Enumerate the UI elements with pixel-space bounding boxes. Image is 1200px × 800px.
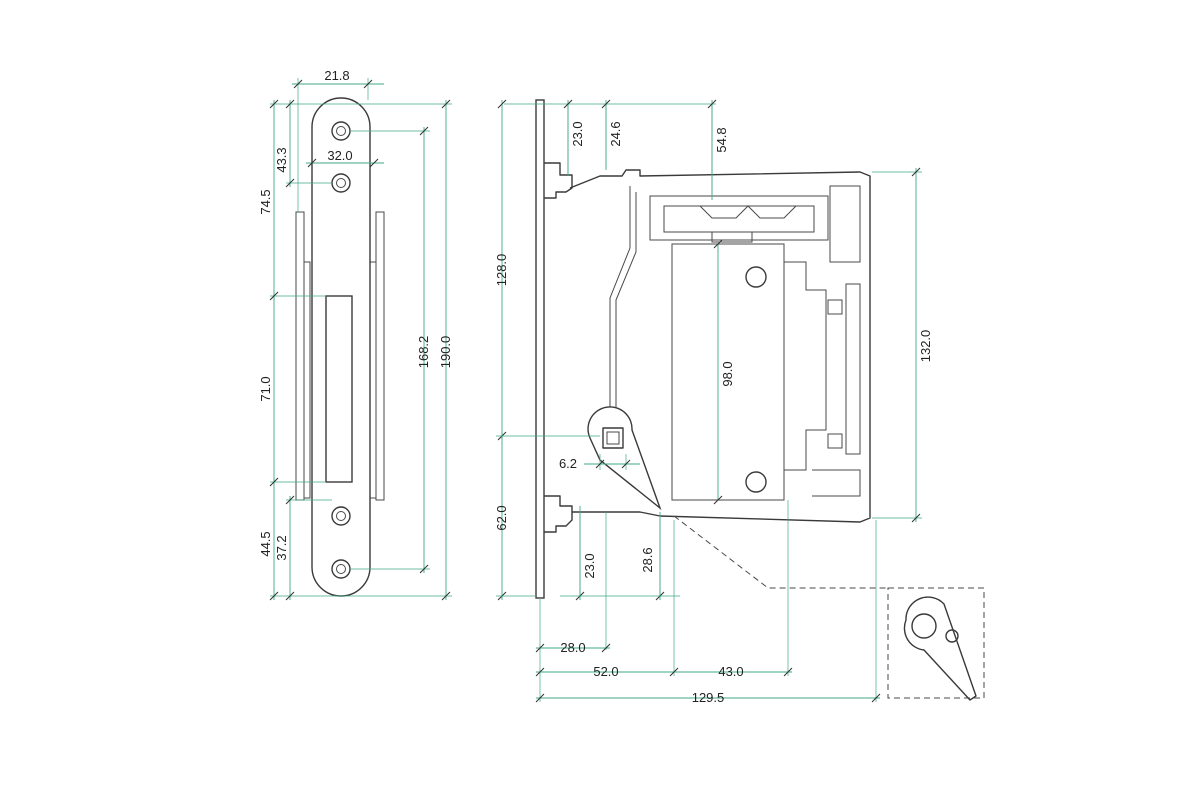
detail-leader-line [673,515,888,589]
dim-lower-62-label: 62.0 [494,505,509,530]
body-spindle-follower [587,406,662,511]
follower-detail [887,587,985,701]
dim-total-depth-label: 129.5 [692,690,725,705]
dim-strike-height-label: 71.0 [258,376,273,401]
body-labels: 23.0 24.6 54.8 128.0 132.0 98.0 6.2 62.0… [494,121,933,705]
faceplate-left-flange [295,211,305,501]
detail-box [887,587,985,699]
body-bottom-lug [544,495,573,533]
body-slide-plate [671,243,785,501]
dim-second-hole-label: 43.3 [274,147,289,172]
dim-top-23-label: 23.0 [570,121,585,146]
body-faceplate-edge [535,99,545,599]
dim-lower-28-label: 28.6 [640,547,655,572]
dim-height-128-label: 128.0 [494,254,509,287]
dim-height-132-label: 132.0 [918,330,933,363]
faceplate-view [295,97,385,597]
body-top-lug [544,162,573,199]
detail-pin [945,629,959,643]
body-slide-hole-bottom [745,471,767,493]
faceplate-left-flange-inner [303,261,311,499]
body-bolt [784,261,827,471]
dim-span-43-label: 43.0 [718,664,743,679]
dim-hole-span-label: 168.2 [416,336,431,369]
detail-follower-hole [911,613,937,639]
body-dimension-lines [496,99,922,703]
dim-total-length-label: 190.0 [438,336,453,369]
body-slide-hole-top [745,266,767,288]
faceplate-strike-slot [325,295,353,483]
dim-backset-52-label: 52.0 [593,664,618,679]
dim-width-label: 21.8 [324,68,349,83]
detail-follower-outline [903,596,977,701]
dim-bottom-offset-label: 44.5 [258,531,273,556]
faceplate-dimension-lines [269,78,452,601]
dim-top-54-label: 54.8 [714,127,729,152]
dim-top-strike-label: 74.5 [258,189,273,214]
dim-backset-28-label: 28.0 [560,640,585,655]
faceplate-labels: 21.8 32.0 43.3 74.5 71.0 44.5 37.2 168.2… [258,68,453,561]
dim-spindle-label: 6.2 [559,456,577,471]
faceplate-right-flange [375,211,385,501]
dim-bottom-end-label: 37.2 [274,535,289,560]
body-inner-housing [609,186,631,416]
dim-hole-spacing-label: 32.0 [327,148,352,163]
dim-lower-23-label: 23.0 [582,553,597,578]
dim-latch-98-label: 98.0 [720,361,735,386]
dim-top-24-label: 24.6 [608,121,623,146]
faceplate-screw-hole-3 [331,506,351,526]
body-spindle-square [602,427,624,449]
faceplate-right-flange-inner [369,261,377,499]
lock-body-view [535,99,871,599]
